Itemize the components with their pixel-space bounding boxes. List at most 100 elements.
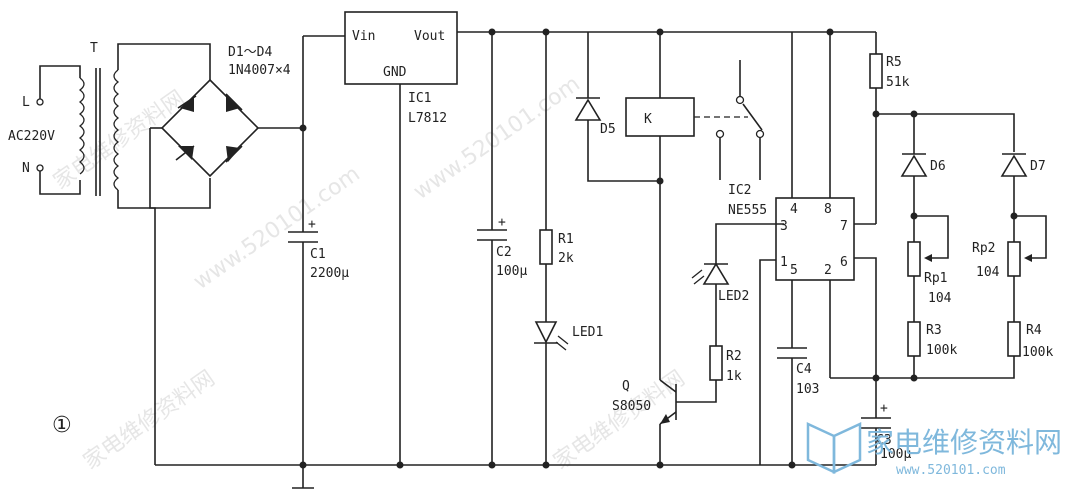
q-part: S8050 <box>612 399 651 414</box>
relay-k-name: K <box>644 112 652 127</box>
ic2-part: NE555 <box>728 203 767 218</box>
r1-name: R1 <box>558 232 574 247</box>
wire-sec-bot <box>117 178 211 209</box>
junction <box>826 28 834 36</box>
r4-value: 100k <box>1022 345 1053 360</box>
ac-source: L N AC220V <box>8 65 81 195</box>
r1-led1-branch: R1 2k LED1 <box>534 28 603 469</box>
ic2-body <box>775 197 855 281</box>
capacitor-c3: + C3 100μ <box>861 374 911 465</box>
capacitor-c2: + C2 100μ <box>477 28 527 469</box>
rp2-wiper-arrow-icon <box>1024 254 1032 262</box>
junction <box>656 177 664 185</box>
r2-value: 1k <box>726 369 742 384</box>
transformer-label: T <box>90 41 98 56</box>
r4-body <box>1007 321 1021 357</box>
diode-d1-icon <box>177 95 197 112</box>
logo-text: 家电维修资料网 <box>866 426 1062 459</box>
r1-body <box>539 229 553 265</box>
r5-value: 51k <box>886 75 910 90</box>
logo-url: www.520101.com <box>896 463 1006 478</box>
c1-name: C1 <box>310 247 326 262</box>
r2-body <box>709 345 723 381</box>
d7-name: D7 <box>1030 159 1046 174</box>
wire-rp2-wiper <box>1014 215 1047 259</box>
r5-body <box>869 53 883 89</box>
c4-name: C4 <box>796 362 812 377</box>
q-name: Q <box>622 379 630 394</box>
wire-rp1-wiper <box>914 215 949 259</box>
d6-name: D6 <box>930 159 946 174</box>
regulator-ic1: Vin Vout GND IC1 L7812 <box>303 11 458 469</box>
junction <box>656 28 664 36</box>
wire-q-base <box>676 380 717 403</box>
site-logo: 家电维修资料网 www.520101.com <box>806 422 1062 478</box>
ic1-vin: Vin <box>352 29 375 44</box>
r3-name: R3 <box>926 323 942 338</box>
figure-number: ① <box>52 413 72 438</box>
wire-sec-top <box>117 43 211 80</box>
capacitor-c4: C4 103 <box>777 280 819 469</box>
bridge-rectifier: D1～D4 1N4007×4 <box>149 45 303 465</box>
relay-switch-icon <box>715 60 765 180</box>
ic2-pin3: 3 <box>780 219 788 234</box>
ac220v-label: AC220V <box>8 129 55 144</box>
watermark: 家电维修资料网 www.520101.com 家电维修资料网 家电维修资料网 w… <box>49 71 690 474</box>
capacitor-c1: + C1 2200μ <box>288 36 349 465</box>
r2-name: R2 <box>726 349 742 364</box>
led2-icon <box>691 262 730 285</box>
ic1-part: L7812 <box>408 111 447 126</box>
d6-icon <box>900 153 928 177</box>
c3-name: C3 <box>876 433 892 448</box>
transformer: T <box>78 41 211 209</box>
junction <box>910 110 918 118</box>
l-label: L <box>22 95 30 110</box>
d5-name: D5 <box>600 122 616 137</box>
r3-body <box>907 321 921 357</box>
c2-name: C2 <box>496 245 512 260</box>
wire-l <box>39 65 81 99</box>
d7-icon <box>1000 153 1028 177</box>
rp1-body <box>907 241 921 277</box>
led2-name: LED2 <box>718 289 749 304</box>
diode-d3-icon <box>175 145 195 161</box>
c2-value: 100μ <box>496 264 527 279</box>
timer-ic2: IC2 NE555 4 8 3 7 1 5 2 6 <box>728 28 877 465</box>
r5-name: R5 <box>886 55 902 70</box>
c4-value: 103 <box>796 382 819 397</box>
ground-rail <box>155 461 876 489</box>
ic2-pin8: 8 <box>824 202 832 217</box>
ic2-name: IC2 <box>728 183 751 198</box>
led1-icon <box>534 321 569 351</box>
d7-branch: D7 Rp2 104 R4 100k <box>830 153 1053 379</box>
ic2-pin5: 5 <box>790 263 798 278</box>
ic1-name: IC1 <box>408 91 431 106</box>
wire-led2-pin3 <box>715 223 784 264</box>
watermark-text-1: 家电维修资料网 <box>49 86 190 195</box>
watermark-text-2: 家电维修资料网 <box>79 366 220 475</box>
wire-n <box>39 171 81 195</box>
diode-d4-icon <box>225 145 243 163</box>
r1-value: 2k <box>558 251 574 266</box>
rp1-wiper-arrow-icon <box>924 254 932 262</box>
c2-plus: + <box>498 215 506 230</box>
wire-pin26 <box>854 257 877 378</box>
d5-icon <box>574 97 602 121</box>
diode-d2-icon <box>225 93 243 112</box>
c3-value: 100μ <box>880 447 911 462</box>
junction <box>299 124 307 132</box>
rp1-name: Rp1 <box>924 271 947 286</box>
ic1-vout: Vout <box>414 29 445 44</box>
resistor-r5: R5 51k <box>869 32 1015 224</box>
d6-branch: D6 Rp1 104 R3 100k <box>900 110 957 382</box>
ic1-body <box>344 11 458 85</box>
primary-coil <box>78 77 85 175</box>
led1-name: LED1 <box>572 325 603 340</box>
relay-k-body <box>625 97 695 137</box>
watermark-url-1: www.520101.com <box>409 71 585 204</box>
book-icon <box>806 422 862 474</box>
rp2-name: Rp2 <box>972 241 995 256</box>
c1-value: 2200μ <box>310 266 349 281</box>
terminal-n <box>36 164 44 172</box>
